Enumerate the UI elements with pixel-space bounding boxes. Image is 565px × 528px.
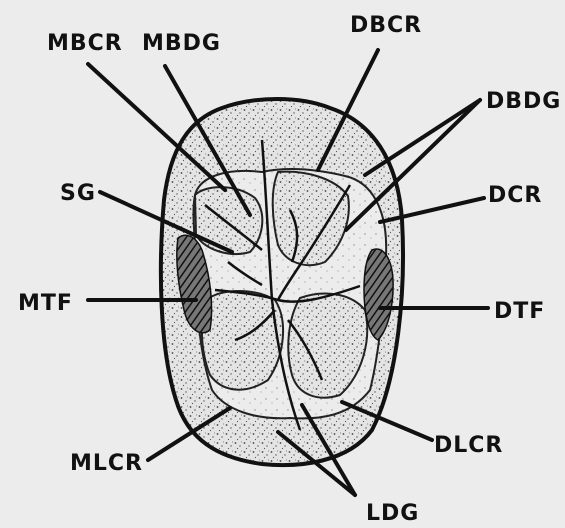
label-dlcr: DLCR	[434, 433, 503, 458]
label-mbcr: MBCR	[47, 31, 123, 56]
label-dcr: DCR	[488, 183, 542, 208]
label-dbcr: DBCR	[350, 13, 422, 38]
label-dbdg: DBDG	[486, 89, 561, 114]
label-sg: SG	[60, 181, 96, 206]
mesiolingual-cusp	[202, 291, 283, 390]
label-mbdg: MBDG	[142, 31, 221, 56]
label-mlcr: MLCR	[70, 451, 143, 476]
label-dtf: DTF	[494, 299, 545, 324]
label-ldg: LDG	[366, 501, 419, 526]
mesiobuccal-cusp	[195, 187, 262, 254]
label-mtf: MTF	[18, 291, 73, 316]
